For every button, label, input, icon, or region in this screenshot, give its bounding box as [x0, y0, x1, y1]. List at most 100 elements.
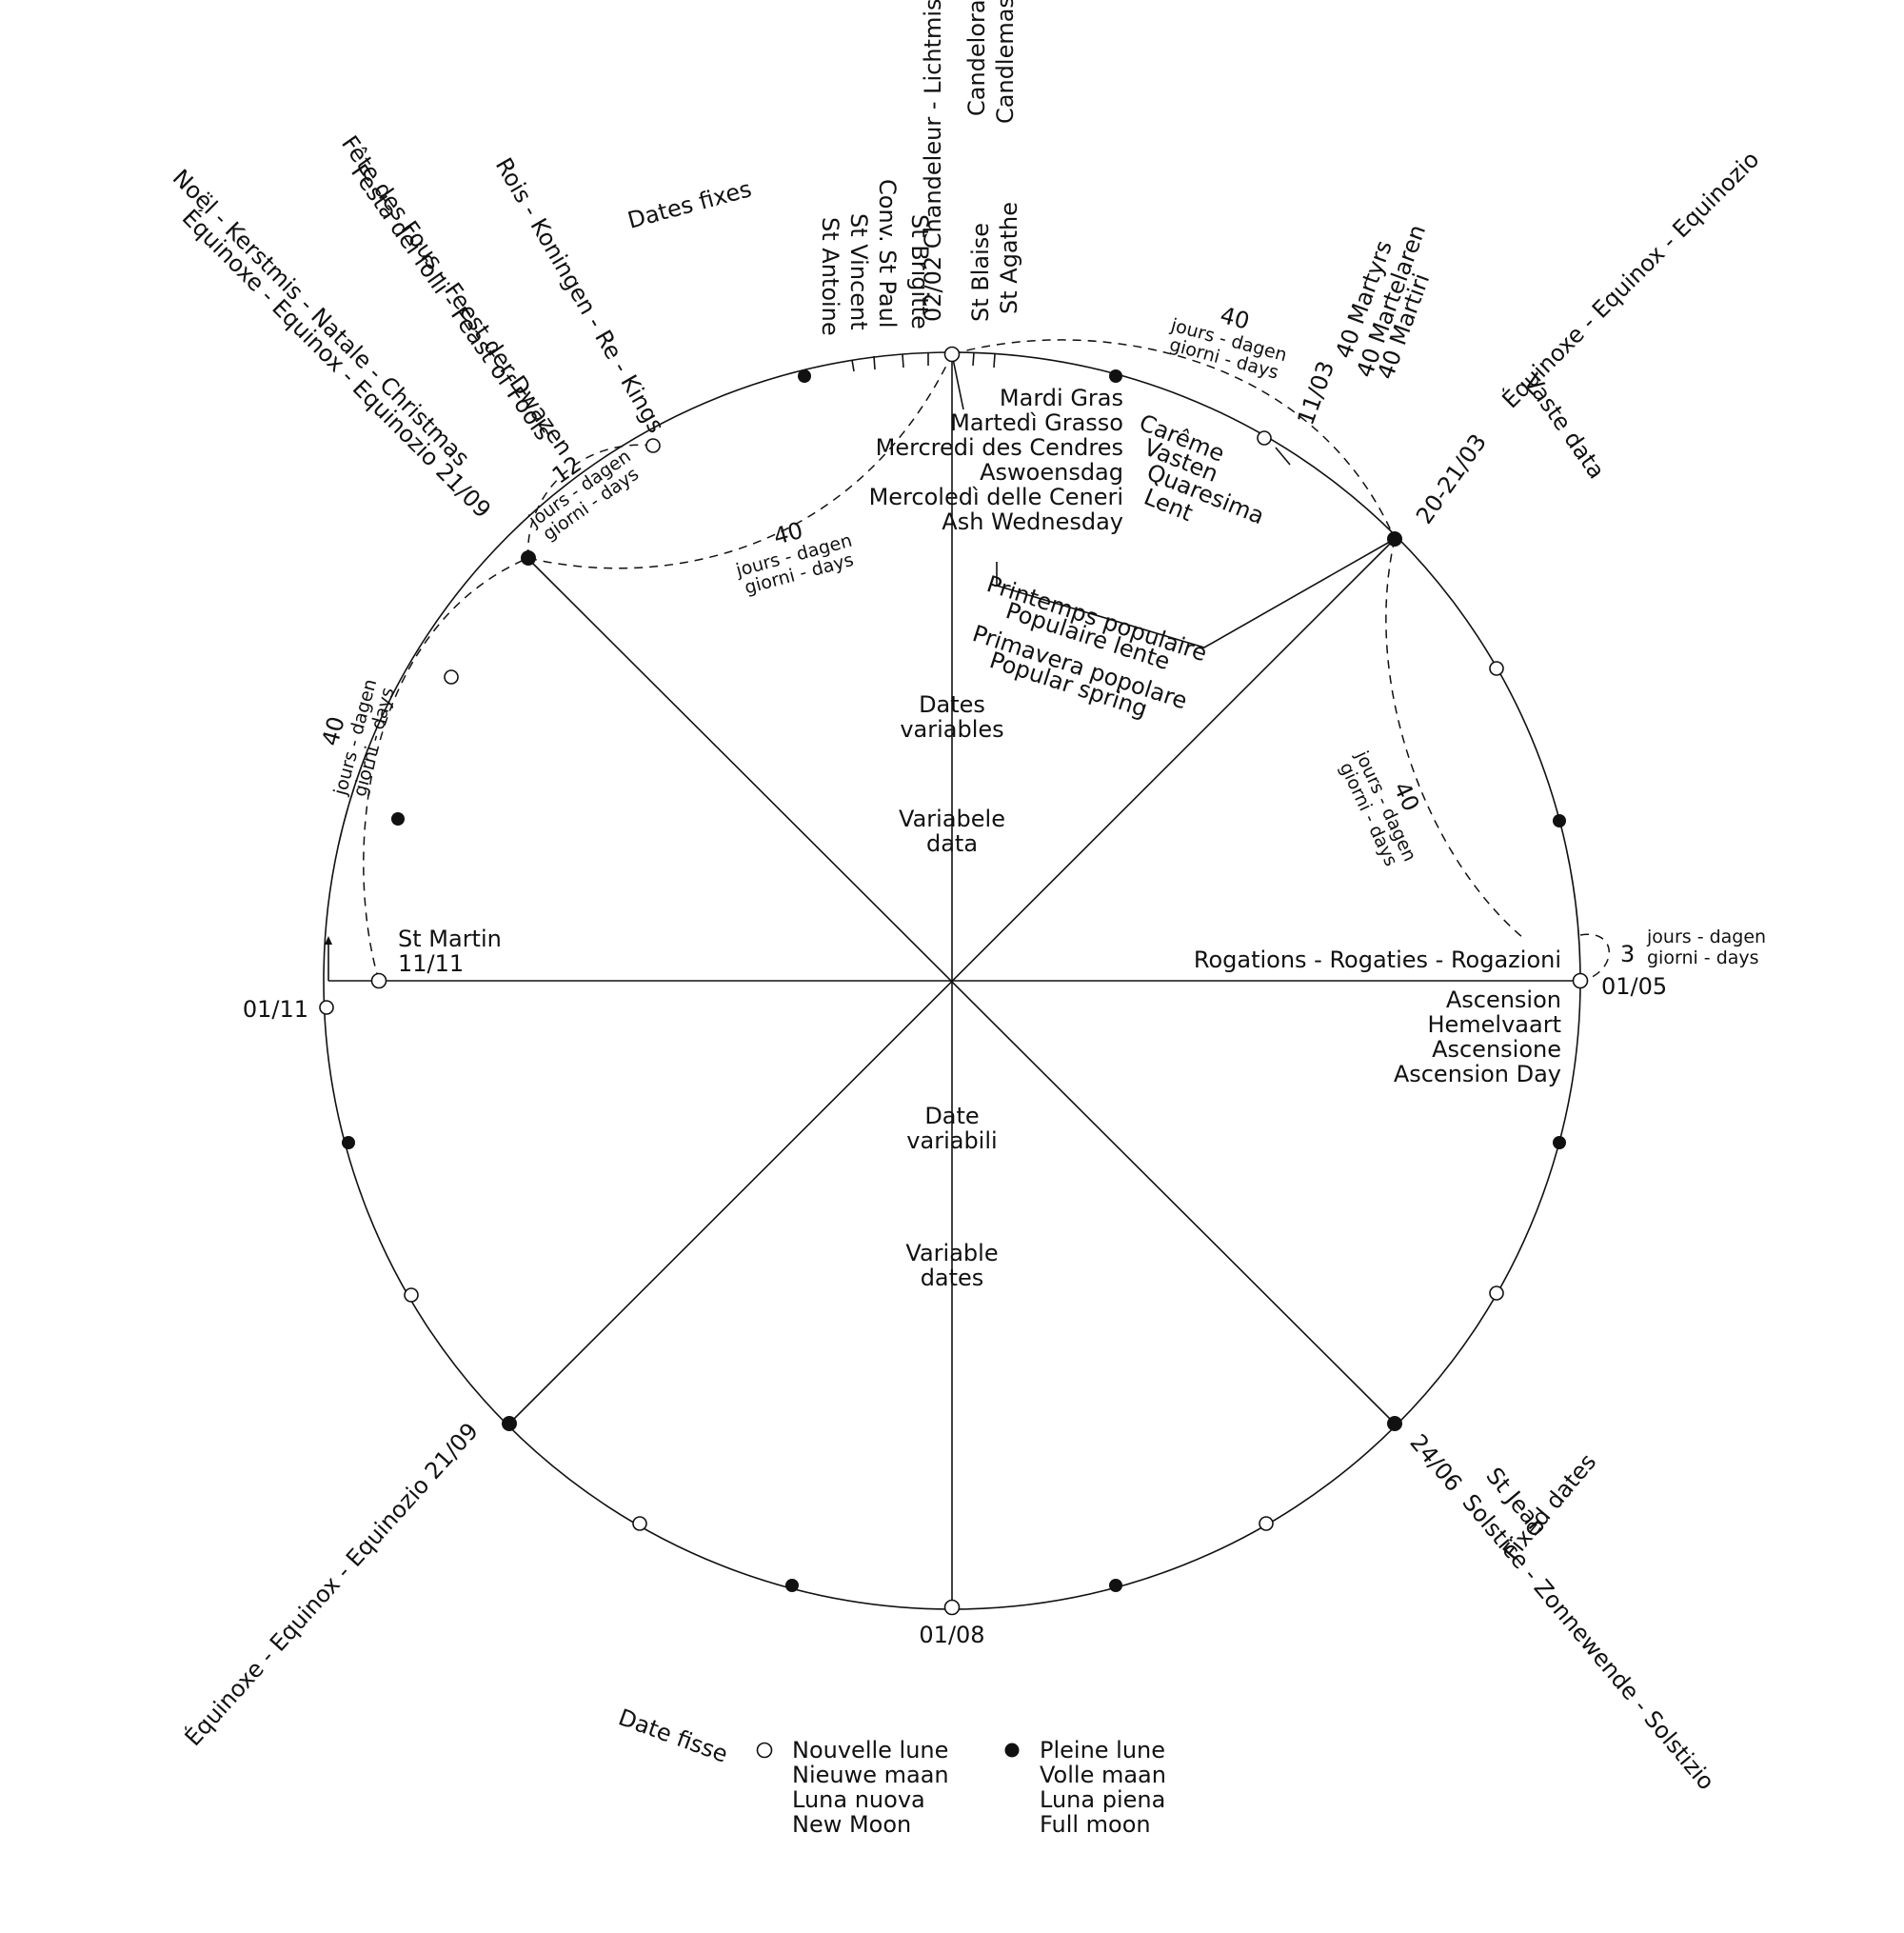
interval-40-left-top: 40 jours - dagen giorni - days — [733, 517, 856, 599]
st-brigitte-label: St Brigitte — [906, 214, 933, 329]
ash-wednesday-label: Ash Wednesday — [942, 508, 1123, 535]
date-variabili-label-2: variabili — [906, 1127, 997, 1154]
new-moon-dot — [943, 1599, 961, 1616]
full-moon-dot — [391, 812, 405, 826]
new-moon-dot — [943, 346, 961, 363]
date-variabili-label-1: Date — [924, 1103, 979, 1129]
new-moon-dot — [444, 669, 459, 685]
tick-jan-c — [902, 353, 904, 369]
spokes — [328, 353, 1576, 1607]
mercoledi-ceneri-label: Mercoledì delle Ceneri — [869, 484, 1123, 510]
full-moon-dot — [1553, 814, 1566, 827]
ascension-label-3: Ascensione — [1432, 1036, 1561, 1063]
martedi-grasso-label: Martedì Grasso — [950, 409, 1123, 436]
rogations-label: Rogations - Rogaties - Rogazioni — [1194, 947, 1561, 973]
legend-new-moon-1: Nouvelle lune — [792, 1737, 948, 1764]
interval-40-right: 40 jours - dagen giorni - days — [1336, 747, 1425, 870]
full-moon-dot — [502, 1416, 517, 1431]
new-moon-dot — [319, 1000, 334, 1015]
variabele-data-label-1: Variabele — [899, 806, 1005, 832]
interval-arcs — [363, 339, 1610, 982]
spring-connector — [996, 538, 1396, 648]
full-moon-dot — [798, 369, 811, 383]
legend-new-moon-2: Nieuwe maan — [792, 1762, 949, 1788]
date-0111: 01/11 — [243, 996, 308, 1023]
date-0105: 01/05 — [1601, 973, 1667, 1000]
noel-label-2: Équinoxe - Equinox - Equinozio 21/09 — [177, 204, 497, 524]
mercredi-cendres-label: Mercredi des Cendres — [876, 434, 1123, 461]
arrow-head — [325, 936, 332, 945]
interval-3-number: 3 — [1620, 941, 1635, 967]
solstice-label: Solstice - Zonnewende - Solstizio — [1457, 1489, 1719, 1795]
candelora-label: Candelora — [963, 0, 990, 116]
new-moon-dot — [1259, 1516, 1274, 1531]
interval-40-top: 40 jours - dagen giorni - days — [1167, 302, 1289, 384]
legend-new-moon-3: Luna nuova — [792, 1786, 925, 1813]
tick-feb-a — [972, 351, 975, 367]
full-moon-dot — [1109, 1579, 1122, 1592]
arc-40-feb-mar — [951, 339, 1396, 540]
new-moon-dot — [1572, 972, 1589, 989]
full-moon-dot — [521, 550, 536, 566]
arc-3 — [1579, 933, 1610, 982]
candlemas-label: Candlemas — [992, 0, 1019, 124]
dates-variables-label-1: Dates — [919, 691, 985, 718]
st-agathe-label: St Agathe — [996, 202, 1022, 314]
moons — [319, 346, 1589, 1616]
mardi-gras-label: Mardi Gras — [1000, 385, 1123, 411]
ascension-label-4: Ascension Day — [1394, 1061, 1561, 1087]
legend-new-moon-icon — [756, 1742, 773, 1759]
legend-full-moon-3: Luna piena — [1040, 1786, 1165, 1813]
new-moon-dot — [632, 1516, 647, 1531]
ascension-label-1: Ascension — [1446, 986, 1561, 1013]
vaste-data-label: Vaste data — [1518, 369, 1610, 484]
legend-full-moon-icon — [1004, 1743, 1020, 1758]
new-moon-dot — [1489, 661, 1504, 676]
legend-new-moon-4: New Moon — [792, 1811, 911, 1838]
full-moon-dot — [1109, 369, 1122, 383]
martyrs-date-label: 11/03 — [1292, 357, 1339, 428]
arc-40-left — [363, 557, 529, 982]
spoke-diag-2 — [508, 538, 1396, 1425]
interval-3-jours: jours - dagen — [1646, 927, 1766, 947]
new-moon-dot — [645, 438, 661, 453]
variable-dates-label-1: Variable — [905, 1240, 998, 1266]
st-martin-label-2: 11/11 — [398, 950, 464, 977]
variabele-data-label-2: data — [926, 830, 978, 857]
legend-full-moon-2: Volle maan — [1040, 1762, 1166, 1788]
tick-feb-b — [993, 353, 996, 369]
dates-variables-label-2: variables — [900, 716, 1003, 743]
legend: Nouvelle lune Nieuwe maan Luna nuova New… — [756, 1737, 1166, 1838]
dates-fixes-label: Dates fixes — [625, 175, 754, 234]
arc-40-top-left — [527, 353, 953, 569]
radial-ticks — [327, 351, 1291, 981]
st-blaise-label: St Blaise — [967, 223, 994, 322]
chandeleur-label: 02/02 Chandeleur - Lichtmis — [920, 0, 946, 322]
legend-full-moon-1: Pleine lune — [1040, 1737, 1165, 1764]
tick-martyrs — [1275, 447, 1291, 466]
spoke-diag-1 — [526, 557, 1396, 1425]
new-moon-dot — [1489, 1285, 1504, 1301]
ash-wed-connector — [951, 353, 964, 410]
st-antoine-label: St Antoine — [817, 217, 843, 336]
date-0108: 01/08 — [919, 1622, 984, 1648]
arc-40-right — [1385, 538, 1524, 939]
full-moon-dot — [1387, 1416, 1402, 1431]
ascension-label-2: Hemelvaart — [1427, 1011, 1561, 1038]
date-fisse-label: Date fisse — [615, 1704, 731, 1767]
variable-dates-label-2: dates — [921, 1265, 984, 1291]
interval-3-giorni: giorni - days — [1647, 947, 1759, 968]
new-moon-dot — [370, 972, 387, 989]
date-labels: 01/05 01/08 01/11 — [243, 973, 1667, 1648]
st-vincent-label: St Vincent — [845, 213, 872, 330]
tick-jan-b — [873, 355, 876, 370]
full-moon-dot — [1553, 1136, 1566, 1149]
full-moon-dot — [1387, 531, 1402, 547]
conv-st-paul-label: Conv. St Paul — [874, 179, 901, 329]
full-moon-dot — [342, 1136, 355, 1149]
equinox-autumn-label: Équinoxe - Equinox - Equinozio 21/09 — [179, 1417, 484, 1751]
tick-jan-a — [851, 359, 855, 372]
st-martin-label-1: St Martin — [398, 926, 502, 952]
equinox-spring-date-label: 20-21/03 — [1411, 429, 1492, 529]
